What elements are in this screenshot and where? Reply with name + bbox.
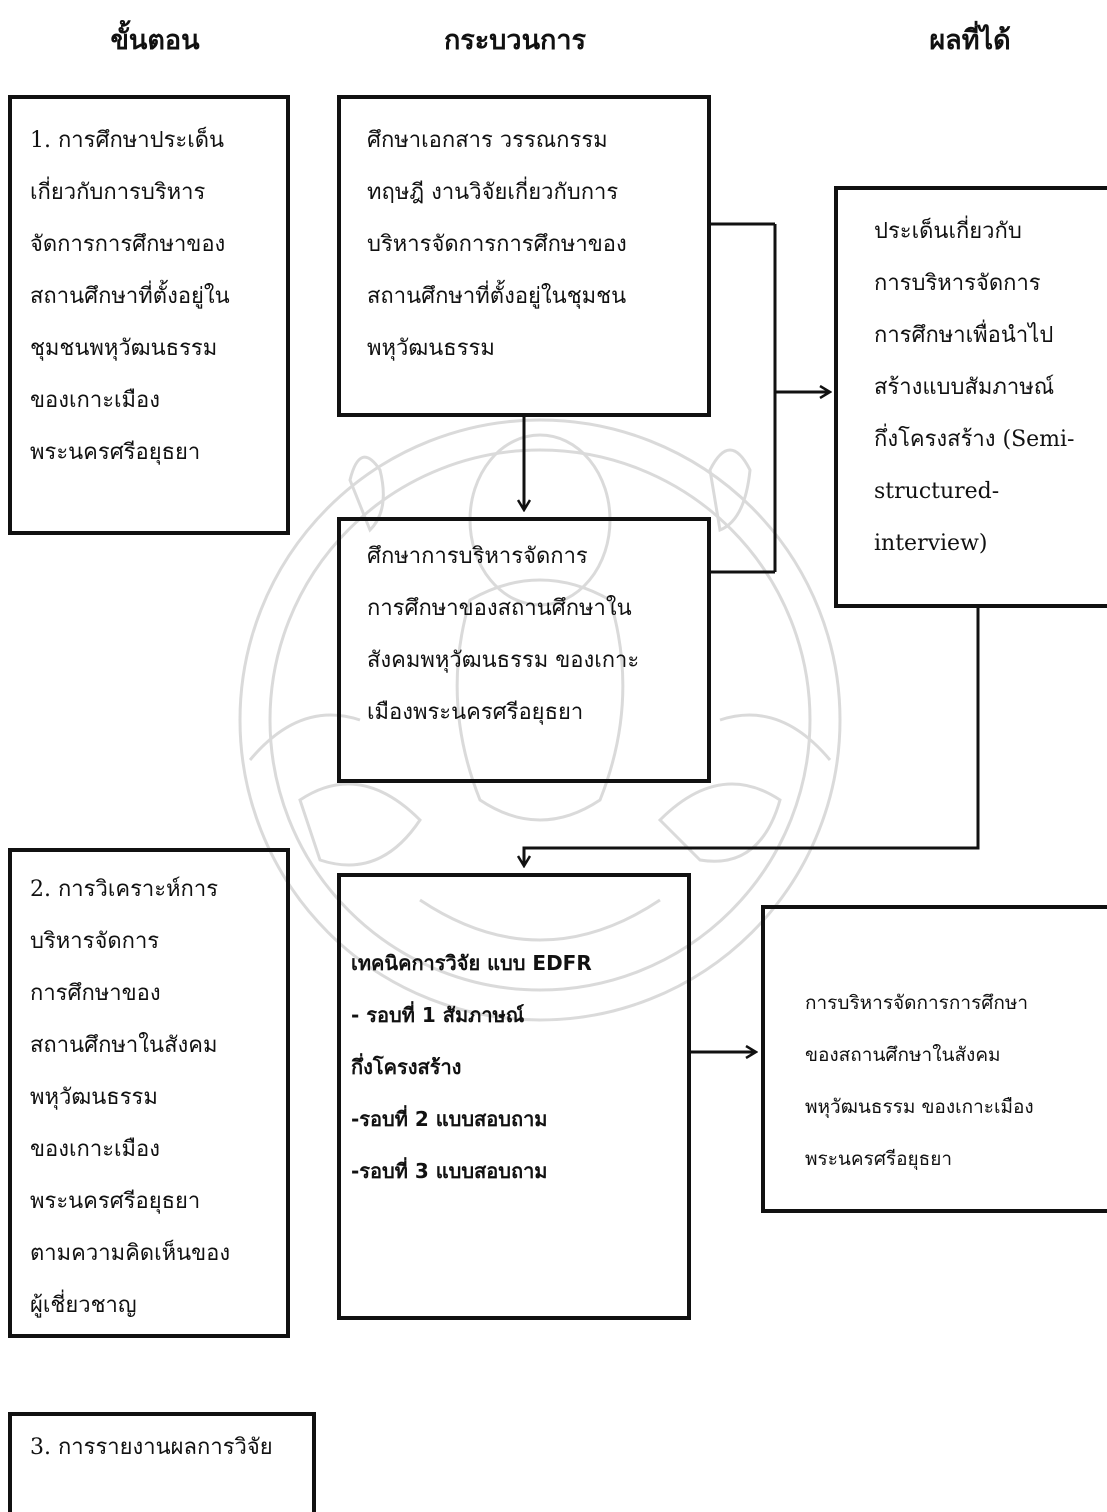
- connector-result1-to-process3: [524, 608, 978, 866]
